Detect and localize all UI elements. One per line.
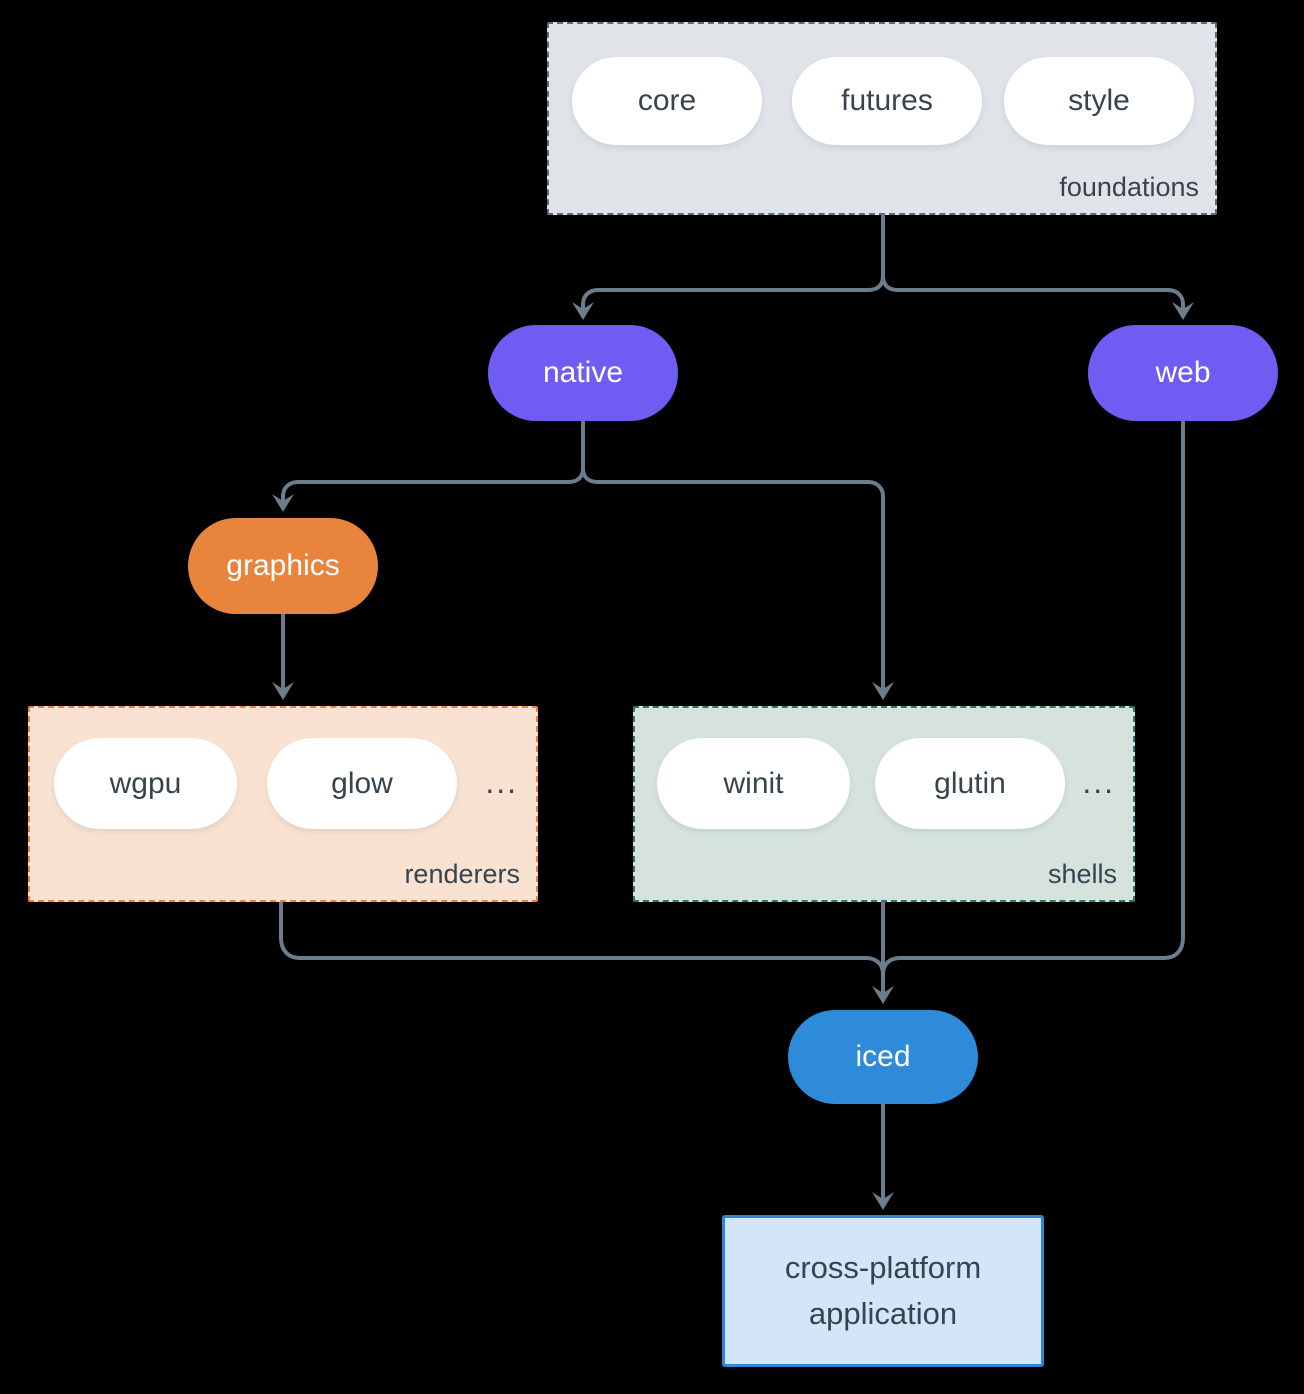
node-iced: iced: [788, 1010, 978, 1104]
node-graphics: graphics: [188, 518, 378, 614]
group-foundations-label: foundations: [1059, 172, 1199, 202]
node-glow: glow: [267, 738, 457, 829]
arrowhead-iced: [872, 986, 894, 1004]
node-core: core: [572, 57, 762, 145]
renderers-ellipsis: ...: [485, 764, 518, 800]
edge-foundations-web: [881, 274, 1185, 314]
group-renderers-label: renderers: [404, 859, 520, 889]
arrowhead-renderers: [272, 682, 294, 700]
arrowhead-app: [872, 1192, 894, 1210]
node-web: web: [1088, 325, 1278, 421]
node-winit: winit: [657, 738, 850, 829]
arrowhead-web: [1172, 302, 1194, 320]
node-style: style: [1004, 57, 1194, 145]
group-shells: winit glutin ... shells: [633, 706, 1135, 902]
app-label-line2: application: [808, 1296, 958, 1331]
shells-ellipsis: ...: [1082, 764, 1115, 800]
edge-native-graphics: [281, 466, 585, 506]
group-shells-label: shells: [1047, 859, 1117, 889]
arrowhead-graphics: [272, 494, 294, 512]
group-renderers: wgpu glow ... renderers: [28, 706, 538, 902]
node-glutin: glutin: [875, 738, 1065, 829]
arrowhead-native: [572, 302, 594, 320]
arrowhead-shells: [872, 682, 894, 700]
node-wgpu: wgpu: [54, 738, 237, 829]
app-label-line1: cross-platform: [784, 1250, 982, 1285]
edge-foundations-native: [581, 274, 885, 314]
edge-web-iced: [881, 420, 1185, 976]
node-futures: futures: [792, 57, 982, 145]
group-foundations: core futures style foundations: [547, 22, 1217, 215]
edge-native-shells: [581, 466, 885, 694]
node-native: native: [488, 325, 678, 421]
edge-renderers-iced: [279, 901, 885, 976]
node-cross-platform-application: cross-platform application: [722, 1215, 1044, 1367]
